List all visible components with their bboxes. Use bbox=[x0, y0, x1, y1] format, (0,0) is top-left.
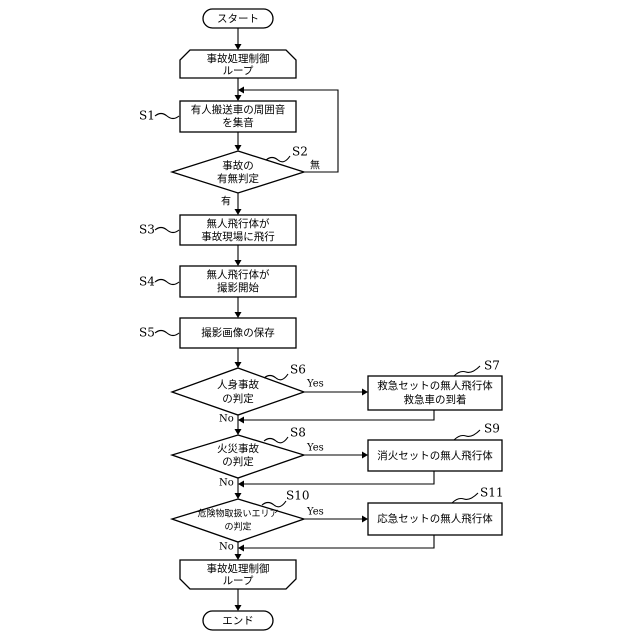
s8-label-line1: 火災事故 bbox=[217, 442, 259, 455]
branch-s6-yes: Yes bbox=[306, 379, 324, 390]
s1-label-line1: 有人搬送車の周囲音 bbox=[191, 103, 286, 116]
s4-label-line2: 撮影開始 bbox=[217, 281, 259, 294]
s10-label-line1: 危険物取扱いエリア bbox=[197, 508, 278, 520]
step-leader-s7 bbox=[454, 366, 480, 376]
s5-label: 撮影画像の保存 bbox=[201, 326, 275, 339]
step-leader-s1 bbox=[155, 114, 179, 119]
s11-process: 応急セットの無人飛行体 bbox=[368, 503, 502, 535]
branch-s8-yes: Yes bbox=[306, 443, 324, 454]
s9-process: 消火セットの無人飛行体 bbox=[368, 440, 502, 471]
step-leader-s5 bbox=[155, 331, 179, 336]
s7-label-line1: 救急セットの無人飛行体 bbox=[377, 379, 493, 392]
loop-end-node: 事故処理制御 ループ bbox=[180, 560, 296, 589]
s4-label-line1: 無人飛行体が bbox=[207, 268, 270, 281]
end-label: エンド bbox=[222, 615, 254, 627]
step-leader-s3 bbox=[155, 228, 179, 233]
s11-label: 応急セットの無人飛行体 bbox=[377, 512, 493, 525]
s10-decision: 危険物取扱いエリア の判定 bbox=[172, 499, 304, 542]
start-label: スタート bbox=[217, 13, 259, 25]
branch-s2-yes: 有 bbox=[221, 195, 231, 208]
loop-start-label-line1: 事故処理制御 bbox=[207, 52, 270, 65]
s6-decision: 人身事故 の判定 bbox=[172, 368, 304, 415]
s2-label-line1: 事故の bbox=[222, 159, 254, 172]
s2-label-line2: 有無判定 bbox=[217, 172, 259, 185]
s1-process: 有人搬送車の周囲音 を集音 bbox=[180, 101, 296, 132]
s1-label-line2: を集音 bbox=[222, 116, 254, 129]
step-label-s8: S8 bbox=[290, 426, 306, 440]
step-label-s10: S10 bbox=[286, 489, 310, 503]
s3-process: 無人飛行体が 事故現場に飛行 bbox=[180, 215, 296, 245]
s8-label-line2: の判定 bbox=[222, 455, 254, 468]
step-label-s2: S2 bbox=[292, 145, 308, 159]
branch-s2-none: 無 bbox=[310, 159, 320, 172]
loop-end-label-line1: 事故処理制御 bbox=[207, 562, 270, 575]
step-label-s6: S6 bbox=[290, 363, 306, 377]
step-leader-s4 bbox=[155, 280, 179, 285]
s5-process: 撮影画像の保存 bbox=[180, 318, 296, 348]
step-leader-s11 bbox=[452, 493, 478, 503]
start-terminal: スタート bbox=[203, 9, 273, 28]
s2-decision: 事故の 有無判定 bbox=[172, 151, 304, 193]
branch-s6-no: No bbox=[219, 414, 234, 425]
s7-label-line2: 救急車の到着 bbox=[404, 393, 467, 406]
s6-label-line1: 人身事故 bbox=[217, 378, 259, 391]
step-label-s7: S7 bbox=[484, 359, 500, 373]
step-label-s9: S9 bbox=[484, 422, 500, 436]
s6-label-line2: の判定 bbox=[222, 392, 254, 405]
step-label-s11: S11 bbox=[480, 486, 504, 500]
s10-label-line2: の判定 bbox=[224, 521, 251, 533]
step-leader-s9 bbox=[454, 430, 480, 440]
s3-label-line2: 事故現場に飛行 bbox=[201, 230, 275, 243]
step-leader-s10 bbox=[262, 501, 286, 507]
step-leader-s8 bbox=[264, 437, 288, 443]
step-label-s3: S3 bbox=[139, 223, 155, 237]
step-label-s5: S5 bbox=[139, 326, 155, 340]
s4-process: 無人飛行体が 撮影開始 bbox=[180, 266, 296, 297]
end-terminal: エンド bbox=[203, 611, 273, 630]
loop-start-node: 事故処理制御 ループ bbox=[180, 50, 296, 78]
s7-process: 救急セットの無人飛行体 救急車の到着 bbox=[368, 376, 502, 410]
loop-start-label-line2: ループ bbox=[223, 65, 254, 77]
branch-s10-no: No bbox=[219, 542, 234, 553]
branch-s8-no: No bbox=[219, 478, 234, 489]
step-label-s1: S1 bbox=[139, 109, 155, 123]
loop-end-label-line2: ループ bbox=[223, 575, 254, 587]
s3-label-line1: 無人飛行体が bbox=[207, 217, 270, 230]
s9-label: 消火セットの無人飛行体 bbox=[377, 449, 493, 462]
step-label-s4: S4 bbox=[139, 275, 155, 289]
branch-s10-yes: Yes bbox=[306, 507, 324, 518]
